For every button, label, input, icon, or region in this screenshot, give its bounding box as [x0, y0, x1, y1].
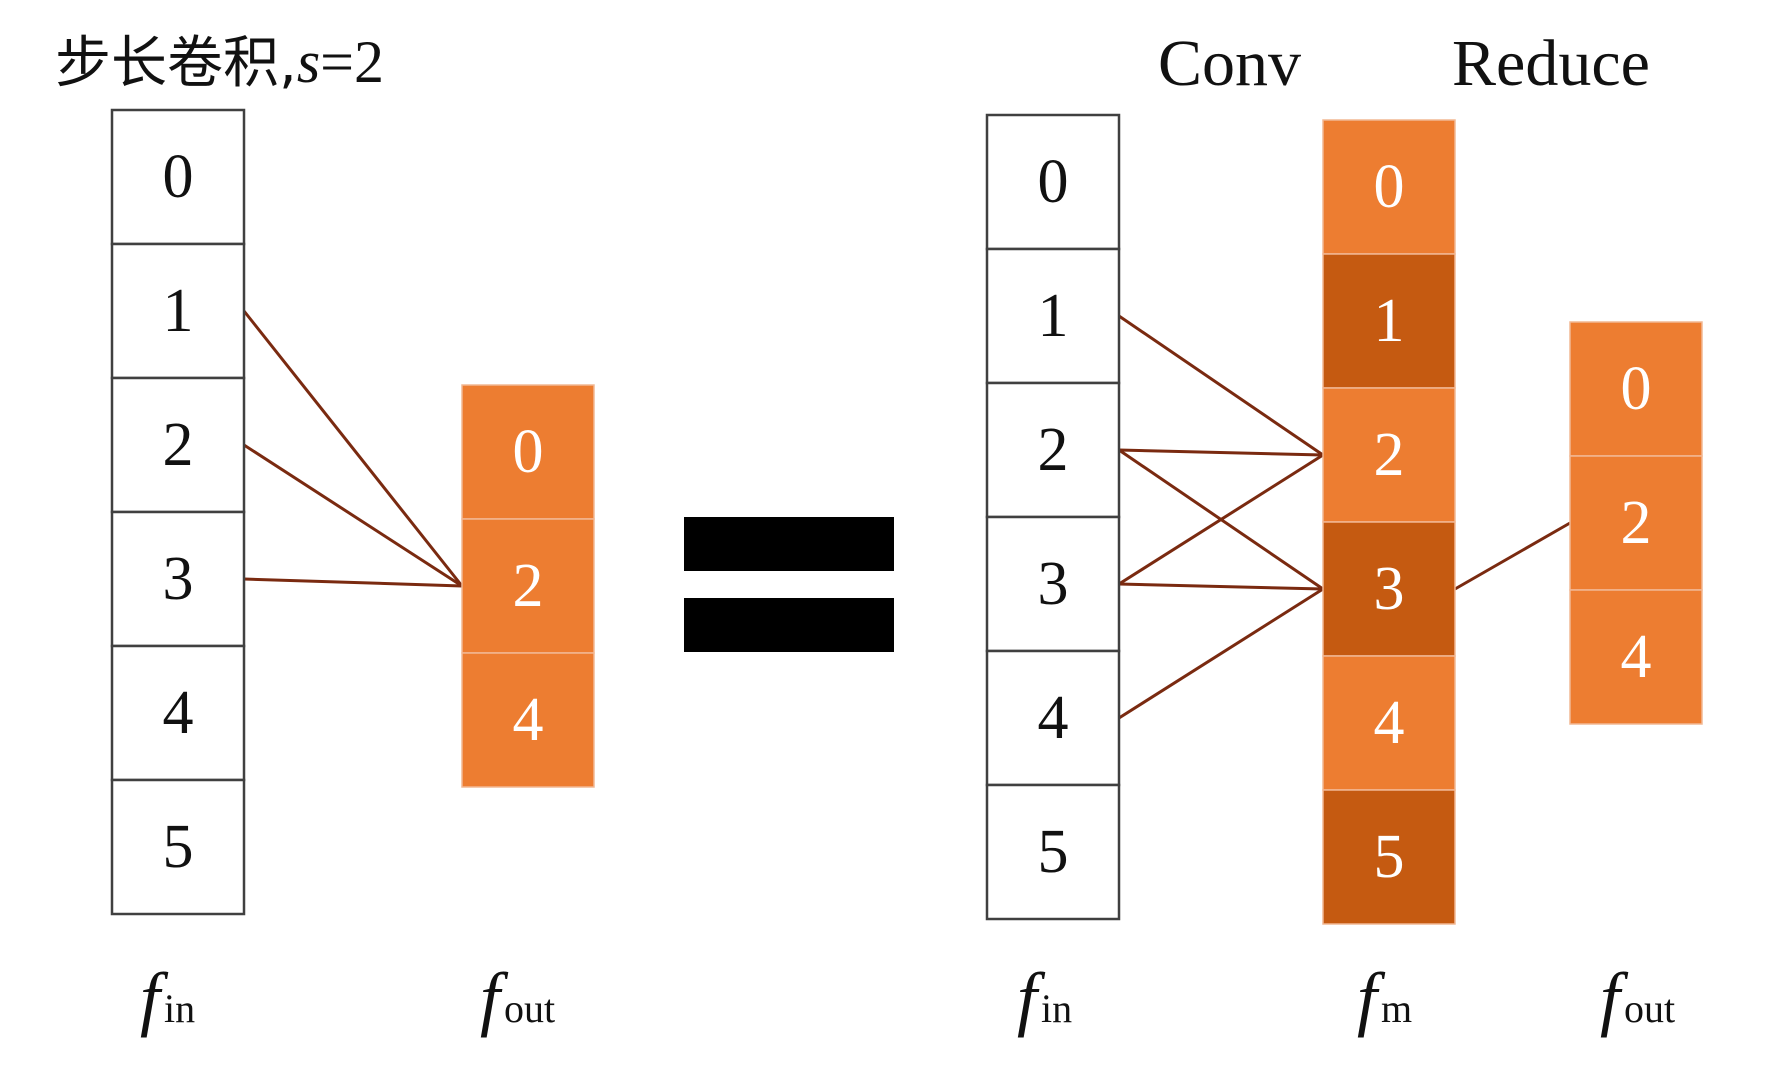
right-f-m: 0 1 2 3 4 5 — [1322, 119, 1456, 925]
columns: 0 1 2 3 4 5 0 2 4 0 1 2 3 4 5 0 1 2 3 4 5 0 2 4 — [110, 108, 1703, 925]
conv-conn-1-to-2 — [1118, 314, 1324, 457]
left-f-out-cell-0 — [461, 384, 595, 520]
right-f-out-cell-0 — [1569, 321, 1703, 457]
left-f-out-cell-2 — [461, 518, 595, 654]
title-equation: =2 — [320, 29, 384, 95]
right-f-in-cell-label: 2 — [1038, 416, 1069, 484]
right-f-in-cell-4 — [985, 649, 1121, 787]
right-f-in: 0 1 2 3 4 5 — [985, 113, 1121, 921]
left-f-out-cell-label: 0 — [513, 418, 544, 486]
title-variable: s — [297, 29, 320, 95]
left-f-in-cell-label: 3 — [163, 545, 194, 613]
right-f-m-cell-5 — [1322, 789, 1456, 925]
right-f-in-cell-label: 0 — [1038, 148, 1069, 216]
left-f-in-cell-0 — [110, 108, 246, 246]
right-f-out-cell-4 — [1569, 589, 1703, 725]
left-f-in: 0 1 2 3 4 5 — [110, 108, 246, 916]
left-conn-1-to-2 — [242, 310, 464, 587]
left-f-in-cell-3 — [110, 510, 246, 648]
equals-bar-top — [684, 517, 894, 571]
left-f-in-cell-label: 0 — [163, 143, 194, 211]
conv-header: Conv — [1158, 27, 1301, 100]
right-f-m-cell-0 — [1322, 119, 1456, 255]
conv-conn-3-to-3 — [1118, 582, 1324, 591]
left-f-out-cell-label: 4 — [513, 686, 544, 754]
right-f-in-cell-0 — [985, 113, 1121, 251]
reduce-header: Reduce — [1452, 27, 1650, 100]
equals-sign — [684, 517, 894, 652]
right-f-m-cell-label: 0 — [1374, 153, 1405, 221]
right-f-m-cell-label: 5 — [1374, 823, 1405, 891]
right-f-m-cell-4 — [1322, 655, 1456, 791]
right-f-in-cell-label: 1 — [1038, 282, 1069, 350]
left-conn-2-to-2 — [243, 443, 463, 588]
right-f-in-cell-3 — [985, 515, 1121, 653]
left-f-in-cell-5 — [110, 778, 246, 916]
reduce-conn-3-to-2 — [1454, 521, 1571, 591]
right-f-m-cell-2 — [1322, 387, 1456, 523]
equals-bar-bottom — [684, 598, 894, 652]
left-f-in-cell-label: 5 — [163, 813, 194, 881]
right-f-in-cell-label: 5 — [1038, 818, 1069, 886]
left-f-in-cell-1 — [110, 242, 246, 380]
left-f-in-cell-label: 4 — [163, 679, 194, 747]
right-f-in-cell-label: 3 — [1038, 550, 1069, 618]
right-f-in-cell-2 — [985, 381, 1121, 519]
conv-conn-4-to-3 — [1118, 587, 1324, 720]
left-f-out-cell-label: 2 — [513, 552, 544, 620]
left-f-in-cell-label: 2 — [163, 411, 194, 479]
right-f-m-cell-label: 1 — [1374, 287, 1405, 355]
right-f-m-cell-label: 3 — [1374, 555, 1405, 623]
right-f-in-cell-5 — [985, 783, 1121, 921]
right-f-m-cell-label: 4 — [1374, 689, 1405, 757]
title-text: 步长卷积, — [55, 31, 297, 96]
right-f-out-cell-label: 0 — [1621, 355, 1652, 423]
right-f-m-cell-label: 2 — [1374, 421, 1405, 489]
right-f-m-cell-3 — [1322, 521, 1456, 657]
conv-conn-2-to-2 — [1118, 448, 1324, 457]
left-f-out-cell-4 — [461, 652, 595, 788]
left-f-in-cell-label: 1 — [163, 277, 194, 345]
diagram-title: 步长卷积,s=2 — [55, 29, 384, 96]
right-f-in-cell-label: 4 — [1038, 684, 1069, 752]
connection-lines — [242, 310, 1571, 720]
left-f-out: 0 2 4 — [461, 384, 595, 788]
left-f-in-cell-4 — [110, 644, 246, 782]
conv-conn-2-to-3 — [1118, 448, 1324, 591]
right-f-out-cell-label: 2 — [1621, 489, 1652, 557]
right-f-out-cell-label: 4 — [1621, 623, 1652, 691]
left-conn-3-to-2 — [243, 577, 463, 588]
right-f-out: 0 2 4 — [1569, 321, 1703, 725]
